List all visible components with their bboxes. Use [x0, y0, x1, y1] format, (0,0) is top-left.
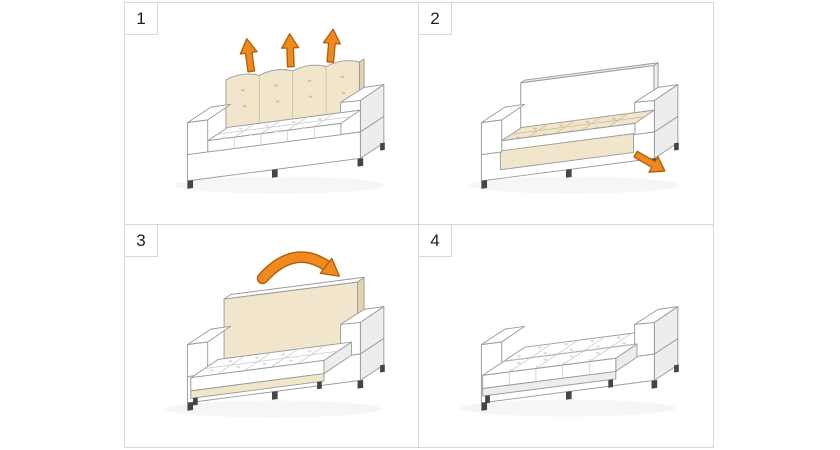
- pull-out-legs: [192, 381, 322, 406]
- step-3-illustration: [125, 225, 418, 447]
- floor-shadow: [459, 399, 676, 417]
- step-1-illustration: [125, 3, 418, 224]
- floor-shadow: [173, 176, 385, 194]
- step-number-box: 4: [419, 225, 452, 257]
- base-frame: [186, 115, 385, 189]
- lift-up-arrows-icon: [239, 28, 341, 73]
- floor-shadow: [165, 400, 382, 418]
- extended-seat: [189, 341, 352, 406]
- sofa-step2-drawing: [468, 62, 679, 194]
- pull-out-panel: [499, 132, 635, 170]
- floor-shadow: [468, 176, 679, 194]
- left-armrest: [186, 103, 231, 155]
- step-2-illustration: [419, 3, 713, 224]
- step-number: 2: [430, 8, 440, 28]
- step-number: 3: [136, 230, 146, 250]
- sofa-step3-drawing: [165, 251, 385, 418]
- step-number-box: 3: [125, 225, 158, 257]
- step-number-box: 1: [125, 3, 158, 35]
- step-number: 4: [430, 230, 440, 250]
- left-armrest: [186, 326, 231, 378]
- step-number-box: 2: [419, 3, 452, 35]
- sofa-legs: [186, 142, 385, 189]
- bed-surface-front: [482, 343, 638, 404]
- base-legs: [186, 364, 385, 412]
- step-panel-4: 4: [419, 225, 713, 447]
- sofa-step4-drawing: [459, 306, 679, 417]
- base-legs: [481, 364, 679, 412]
- step-4-illustration: [419, 225, 713, 447]
- left-armrest: [480, 103, 526, 155]
- instruction-grid: 1: [124, 2, 714, 448]
- step-panel-3: 3: [125, 225, 419, 447]
- bed-surface-back: [503, 329, 659, 363]
- fold-forward-arrow-icon: [256, 251, 340, 285]
- step-panel-2: 2: [419, 3, 713, 225]
- right-armrest: [634, 306, 679, 358]
- right-armrest: [634, 83, 679, 135]
- step-panel-1: 1: [125, 3, 419, 225]
- bed-front-legs: [485, 379, 613, 404]
- pull-out-arrow-icon: [633, 150, 666, 173]
- sofa-step1-drawing: [173, 28, 385, 194]
- step-number: 1: [136, 8, 146, 28]
